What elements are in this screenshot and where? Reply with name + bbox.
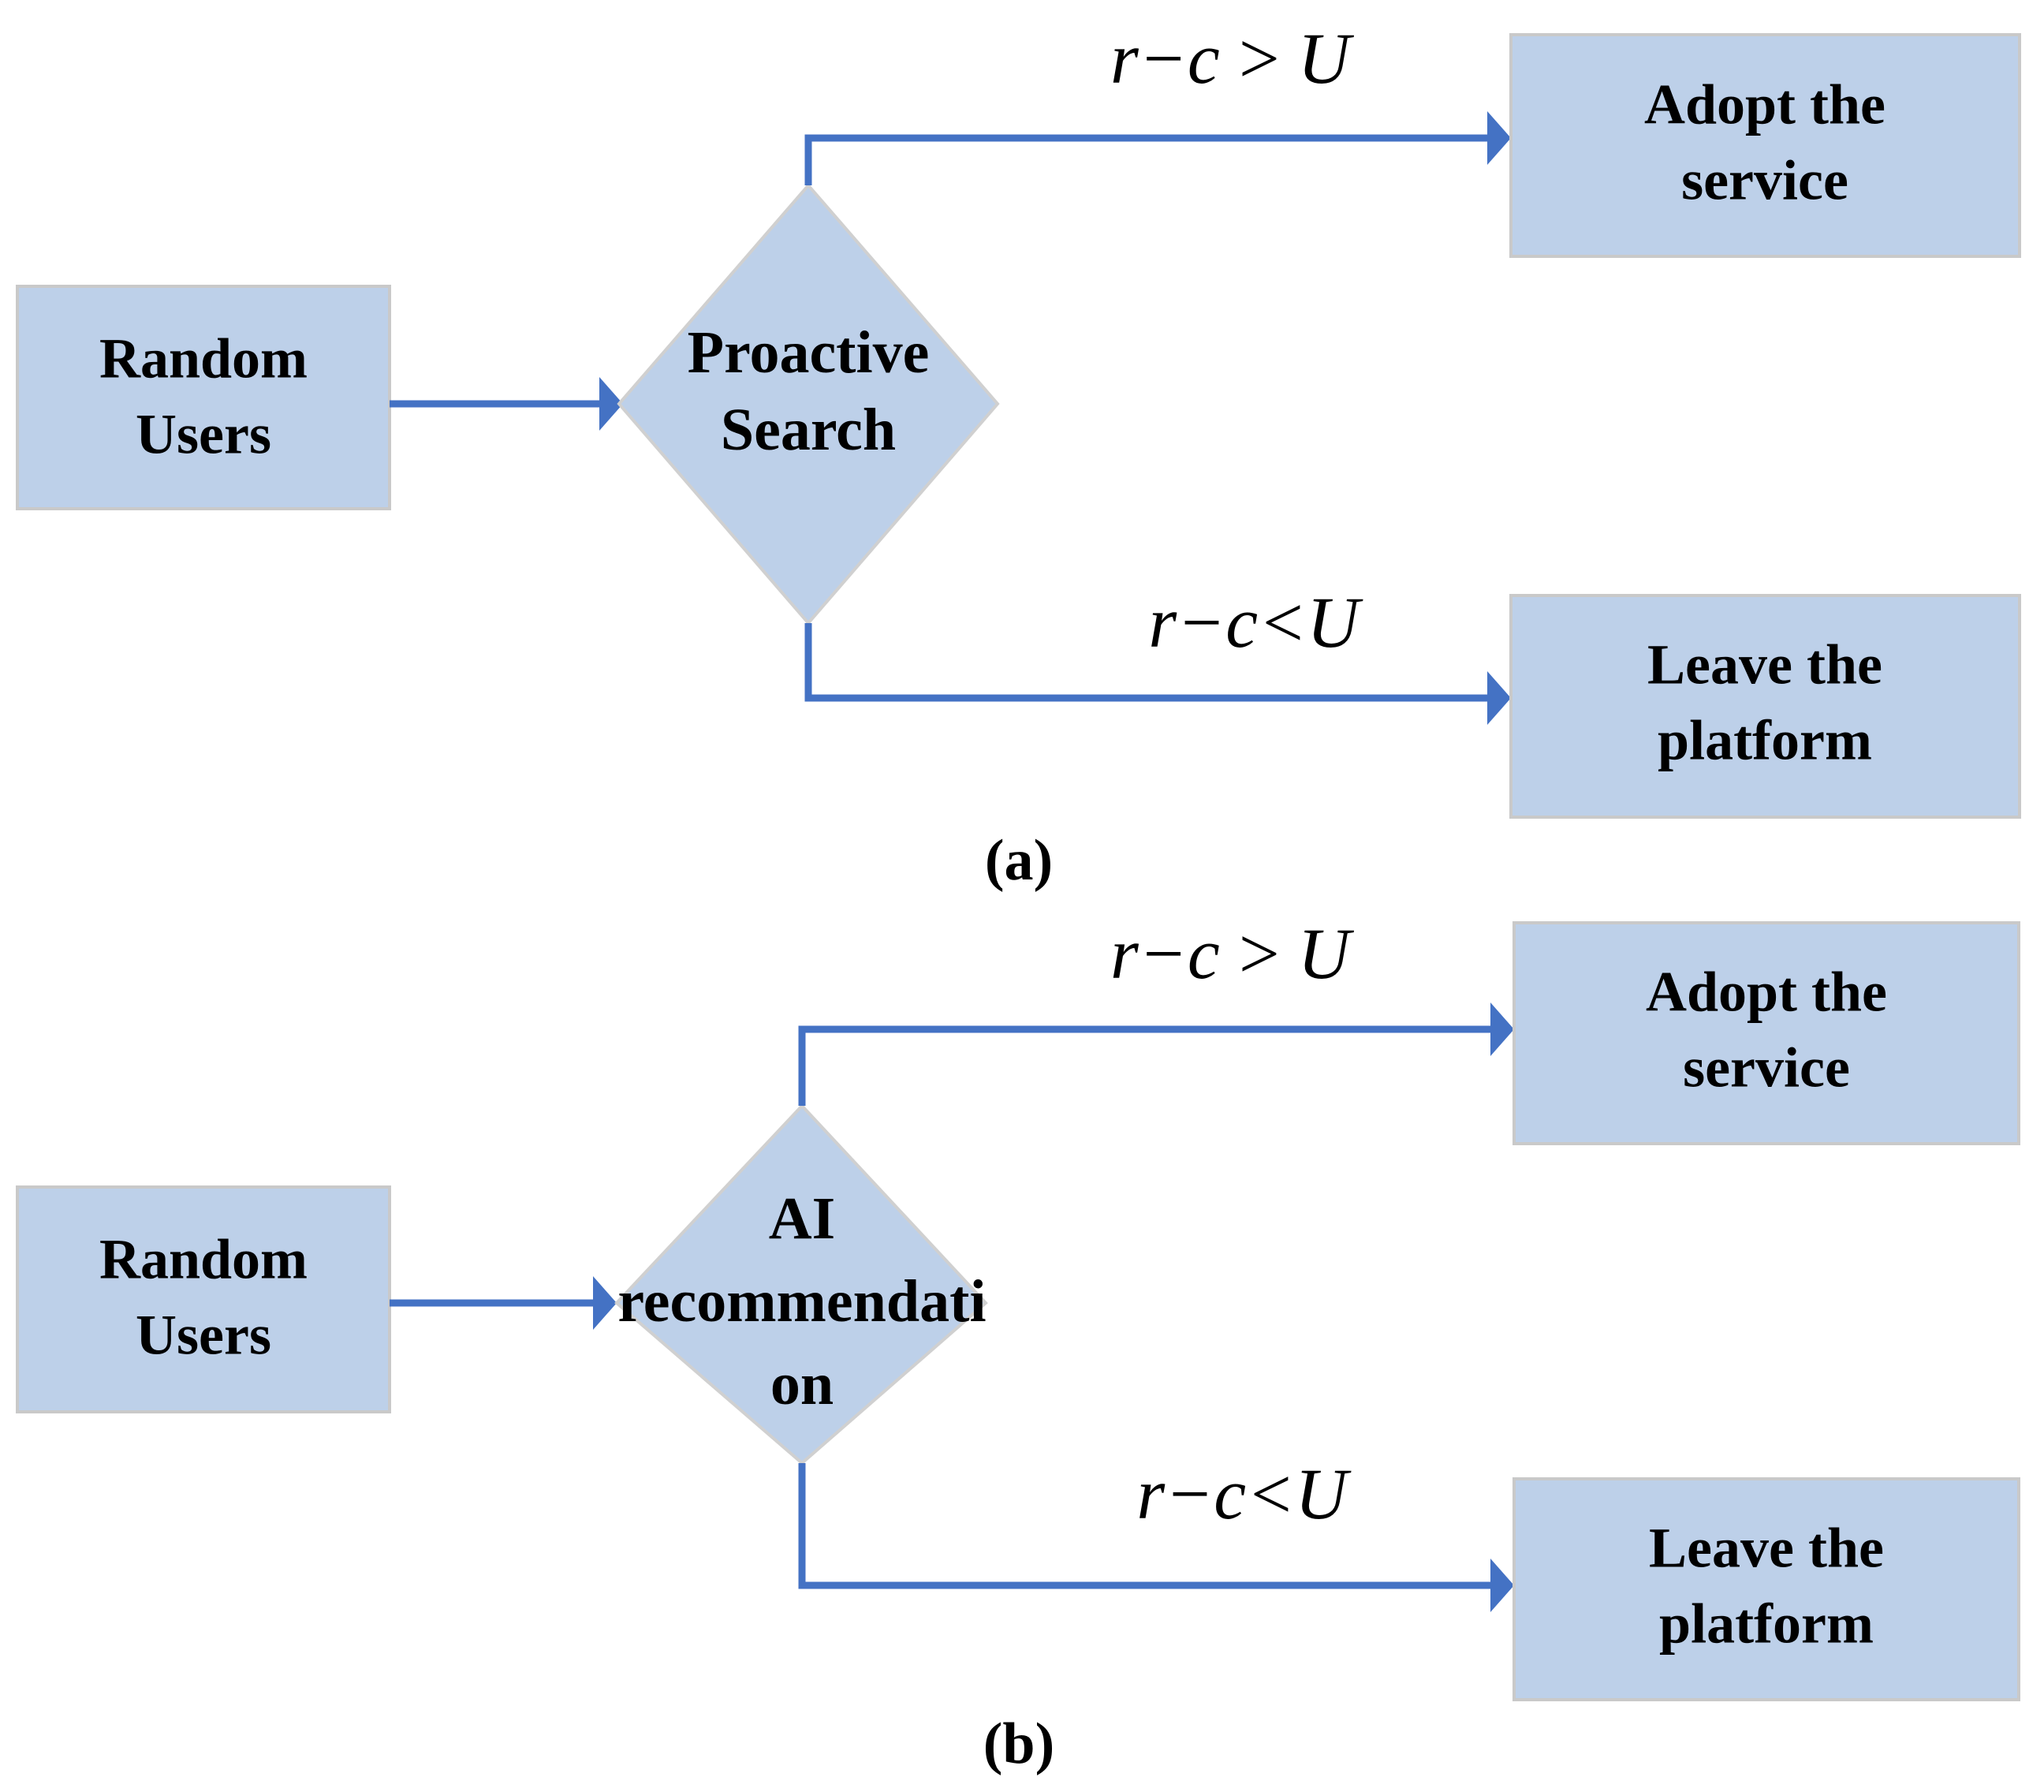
connector-branch-b-up-arrowhead [1490,1002,1514,1056]
node-leave-platform-a-line1: Leave the [1647,633,1882,696]
node-adopt-service-a-line2: service [1681,149,1848,212]
connector-entry-a [390,377,623,431]
panel-a: Random Users Proactive Search r−c > U [16,18,2021,893]
node-adopt-service-a-shape [1509,33,2021,258]
node-adopt-service-b-shape [1512,921,2020,1145]
node-leave-platform-b-shape [1512,1477,2020,1701]
node-adopt-service-b-line2: service [1683,1036,1850,1099]
node-random-users-b[interactable]: Random Users [16,1185,391,1413]
node-ai-recommendation-diamond[interactable]: AI recommendati on [614,1103,988,1465]
condition-label-b-leave: r−c<U [1136,1454,1352,1534]
panel-caption-a: (a) [985,828,1053,893]
connector-entry-b [390,1276,617,1330]
node-random-users-a[interactable]: Random Users [16,285,391,510]
node-proactive-search-line1: Proactive [688,319,930,386]
condition-label-b-adopt: r−c > U [1110,913,1355,994]
connector-branch-a-down [804,623,1511,725]
node-leave-platform-b-line2: platform [1659,1592,1874,1656]
connector-entry-b-arrowhead [593,1276,617,1330]
node-proactive-search-diamond[interactable]: Proactive Search [617,182,1000,626]
node-random-users-b-line1: Random [99,1228,308,1291]
connector-branch-a-down-line [804,623,1487,702]
condition-label-a-leave: r−c<U [1148,582,1363,663]
connector-branch-b-down-line [798,1463,1490,1589]
node-random-users-a-line1: Random [99,327,308,390]
connector-branch-a-up-line [804,134,1487,185]
node-ai-recommendation-line2: recommendati [617,1268,986,1335]
connector-branch-b-up-line [798,1025,1490,1106]
connector-branch-b-up [798,1002,1514,1106]
node-random-users-b-line2: Users [136,1304,271,1367]
node-leave-platform-b[interactable]: Leave the platform [1512,1477,2020,1701]
connector-branch-a-up-arrowhead [1487,111,1511,165]
node-ai-recommendation-line3: on [770,1351,834,1417]
node-leave-platform-a[interactable]: Leave the platform [1509,594,2021,819]
node-random-users-a-shape [16,285,391,510]
connector-branch-b-down [798,1463,1514,1612]
node-random-users-a-line2: Users [136,403,271,466]
node-adopt-service-a-line1: Adopt the [1644,73,1885,136]
panel-b: Random Users AI recommendati on r−c > U [16,913,2020,1776]
panel-caption-b: (b) [983,1712,1054,1776]
node-proactive-search-line2: Search [721,397,896,463]
node-adopt-service-b-line1: Adopt the [1646,961,1887,1024]
node-leave-platform-a-line2: platform [1658,709,1872,772]
node-leave-platform-b-line1: Leave the [1649,1517,1884,1580]
node-ai-recommendation-line1: AI [769,1185,835,1252]
connector-branch-a-down-arrowhead [1487,671,1511,725]
node-leave-platform-a-shape [1509,594,2021,819]
node-adopt-service-a[interactable]: Adopt the service [1509,33,2021,258]
connector-entry-a-arrowhead [599,377,623,431]
node-random-users-b-shape [16,1185,391,1413]
connector-branch-b-down-arrowhead [1490,1559,1514,1612]
condition-label-a-adopt: r−c > U [1110,18,1355,99]
node-adopt-service-b[interactable]: Adopt the service [1512,921,2020,1145]
connector-branch-a-up [804,111,1511,185]
